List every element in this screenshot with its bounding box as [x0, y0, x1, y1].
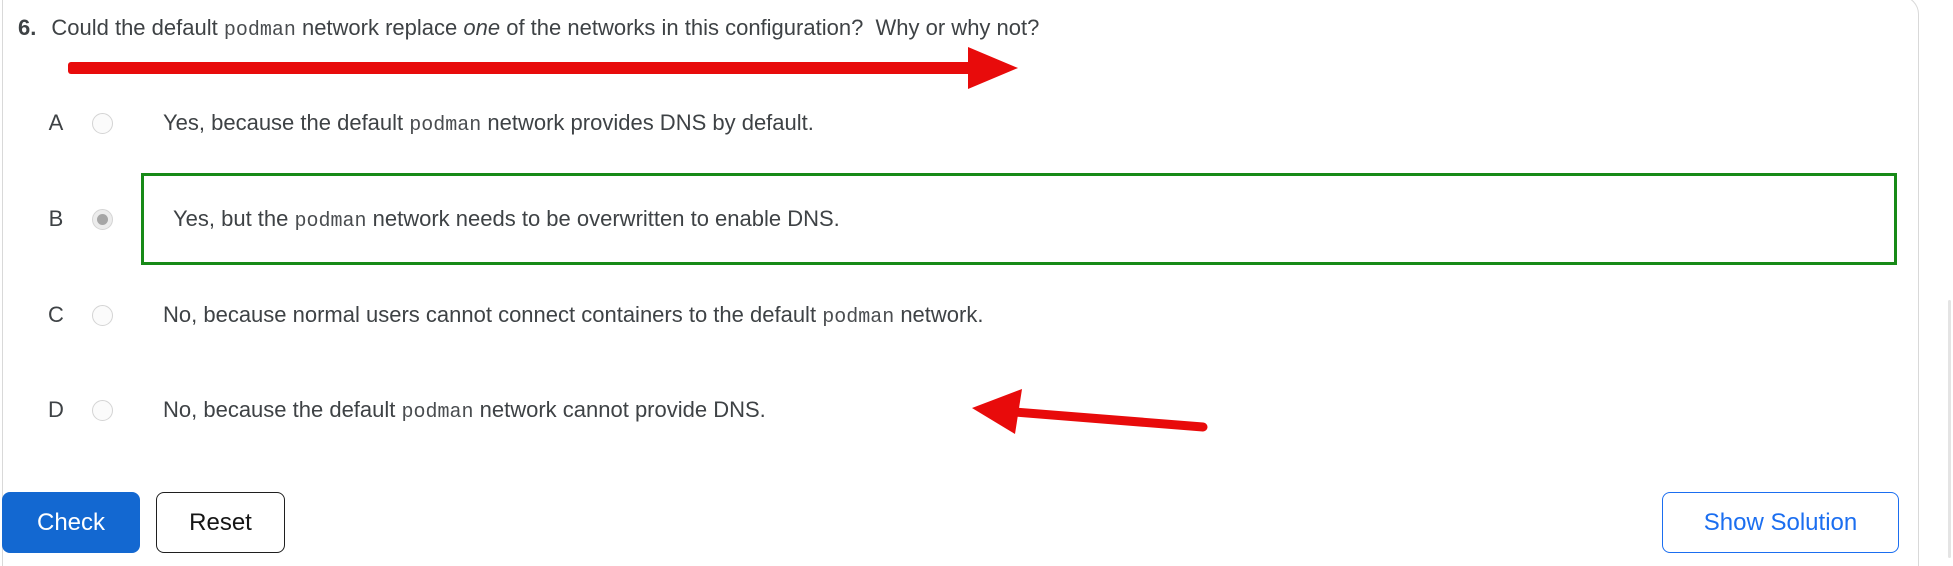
mono-podman: podman — [294, 209, 367, 233]
question-number: 6. — [18, 15, 37, 40]
option-d-letter: D — [48, 397, 64, 422]
option-b-text: Yes, but the podman network needs to be … — [173, 205, 840, 233]
show-solution-button[interactable]: Show Solution — [1662, 492, 1899, 553]
option-a-text: Yes, because the default podman network … — [163, 109, 814, 137]
red-arrow-pointer-annotation — [972, 389, 1208, 434]
option-d-text: No, because the default podman network c… — [163, 396, 766, 424]
option-b-highlight-box[interactable]: Yes, but the podman network needs to be … — [141, 173, 1897, 265]
option-row-b[interactable]: B — [40, 197, 113, 241]
question-text: Could the default podman network replace… — [51, 15, 1040, 42]
option-c-letter: C — [48, 302, 64, 327]
reset-button[interactable]: Reset — [156, 492, 285, 553]
mono-podman: podman — [401, 400, 474, 424]
option-c-radio[interactable] — [92, 304, 113, 326]
red-arrow-underline-annotation — [68, 47, 1018, 89]
scrollbar[interactable] — [1948, 300, 1951, 558]
option-d-radio[interactable] — [92, 399, 113, 421]
option-b-radio[interactable] — [92, 208, 113, 230]
mono-podman: podman — [409, 113, 482, 137]
option-c-text: No, because normal users cannot connect … — [163, 301, 984, 329]
check-button[interactable]: Check — [2, 492, 140, 553]
option-row-d[interactable]: D No, because the default podman network… — [40, 388, 766, 432]
question: 6. Could the default podman network repla… — [18, 13, 1039, 46]
option-a-letter: A — [48, 110, 64, 135]
mono-podman: podman — [223, 19, 296, 42]
mono-podman: podman — [822, 305, 895, 329]
option-row-a[interactable]: A Yes, because the default podman networ… — [40, 101, 814, 145]
option-row-c[interactable]: C No, because normal users cannot connec… — [40, 293, 983, 337]
option-b-letter: B — [48, 206, 64, 231]
option-a-radio[interactable] — [92, 112, 113, 134]
